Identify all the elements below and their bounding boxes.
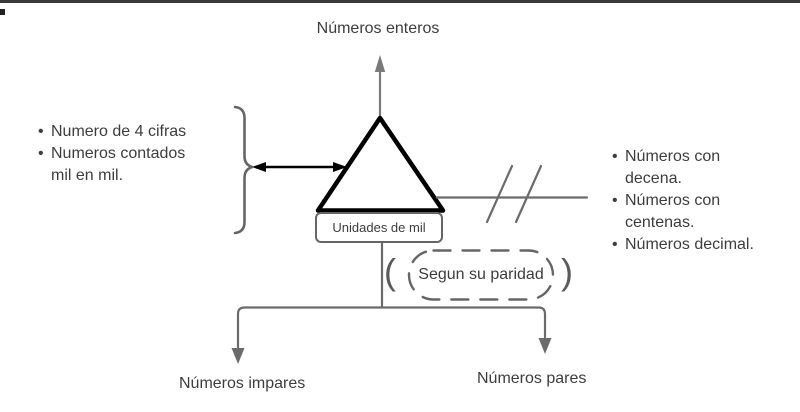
note-item: Números con centenas. xyxy=(612,190,765,234)
open-paren: ( xyxy=(384,251,396,292)
note-item: Números decimal. xyxy=(612,234,765,256)
right-notes-list: Números con decena. Números con centenas… xyxy=(612,146,765,256)
top-node-label: Números enteros xyxy=(316,20,440,37)
close-paren: ) xyxy=(561,251,573,292)
center-node-box: Unidades de mil xyxy=(315,212,443,243)
bottom-right-node-label: Números pares xyxy=(477,370,587,387)
screen-edge-notch xyxy=(0,9,5,15)
down-arrowhead-left xyxy=(231,348,245,364)
right-category-line xyxy=(435,164,589,224)
triangle-shape xyxy=(315,115,446,213)
break-slash xyxy=(514,164,543,224)
break-slash xyxy=(485,164,514,224)
note-item: Números con decena. xyxy=(612,146,765,190)
bottom-branch xyxy=(231,306,552,364)
left-notes-list: Numero de 4 cifras Numeros contados mil … xyxy=(38,121,201,187)
parity-node-label: Segun su paridad xyxy=(418,265,544,283)
note-item: Numeros contados mil en mil. xyxy=(38,143,201,187)
screen-edge-artifact xyxy=(0,0,800,3)
note-item: Numero de 4 cifras xyxy=(38,121,201,143)
left-brace xyxy=(233,105,253,235)
center-node-label: Unidades de mil xyxy=(332,220,426,235)
bottom-left-node-label: Números impares xyxy=(179,375,306,392)
up-arrow xyxy=(374,55,386,117)
down-arrowhead-right xyxy=(538,338,552,354)
double-arrow xyxy=(252,162,347,172)
